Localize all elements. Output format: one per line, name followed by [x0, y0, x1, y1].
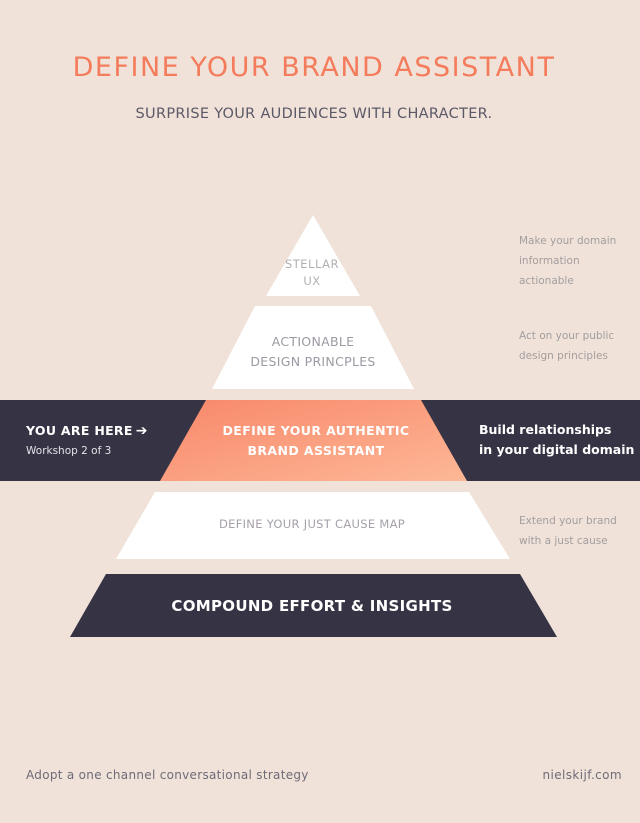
level-label-compound-effort: COMPOUND EFFORT & INSIGHTS	[171, 597, 453, 615]
pyramid-level-stellar-ux	[266, 215, 360, 296]
level-label-line: DEFINE YOUR AUTHENTIC	[222, 423, 410, 438]
note-line: in your digital domain	[479, 442, 635, 457]
level-label-line: STELLAR	[284, 257, 340, 271]
page-subtitle: SURPRISE YOUR AUDIENCES WITH CHARACTER.	[135, 106, 493, 122]
level-label-just-cause-map: DEFINE YOUR JUST CAUSE MAP	[218, 517, 405, 531]
level-note-just-cause-map: Extend your brand with a just cause	[519, 511, 634, 551]
you-are-here-marker: YOU ARE HERE➔	[26, 423, 148, 439]
note-line: Make your domain	[519, 235, 617, 247]
level-label-line: BRAND ASSISTANT	[247, 443, 385, 458]
note-line: Build relationships	[479, 422, 612, 437]
footer-strategy: Adopt a one channel conversational strat…	[26, 768, 309, 782]
page-title: DEFINE YOUR BRAND ASSISTANT	[72, 52, 556, 83]
workshop-progress: Workshop 2 of 3	[26, 445, 112, 457]
note-line: with a just cause	[519, 535, 608, 547]
note-line: information	[519, 255, 580, 267]
level-note-stellar-ux: Make your domain information actionable	[519, 231, 634, 291]
arrow-right-icon: ➔	[135, 423, 148, 439]
level-label-line: UX	[303, 274, 321, 288]
pyramid-level-compound-effort	[70, 574, 557, 637]
you-are-here-label: YOU ARE HERE	[26, 423, 133, 438]
note-line: actionable	[519, 275, 574, 287]
note-line: design principles	[519, 350, 608, 362]
level-note-actionable-design: Act on your public design principles	[519, 326, 634, 366]
note-line: Act on your public	[519, 330, 615, 342]
level-label-line: DESIGN PRINCPLES	[250, 354, 376, 369]
note-line: Extend your brand	[519, 515, 617, 527]
level-label-actionable-design: ACTIONABLE DESIGN PRINCPLES	[213, 332, 413, 372]
level-label-brand-assistant: DEFINE YOUR AUTHENTIC BRAND ASSISTANT	[200, 421, 432, 461]
level-label-line: ACTIONABLE	[271, 334, 355, 349]
footer-site-link[interactable]: nielskijf.com	[542, 768, 622, 782]
pyramid-level-actionable-design	[212, 306, 414, 389]
level-label-stellar-ux: STELLAR UX	[262, 256, 362, 290]
pyramid-level-just-cause-map	[116, 492, 510, 559]
level-note-brand-assistant: Build relationships in your digital doma…	[479, 420, 634, 460]
pyramid-level-brand-assistant	[160, 400, 467, 481]
